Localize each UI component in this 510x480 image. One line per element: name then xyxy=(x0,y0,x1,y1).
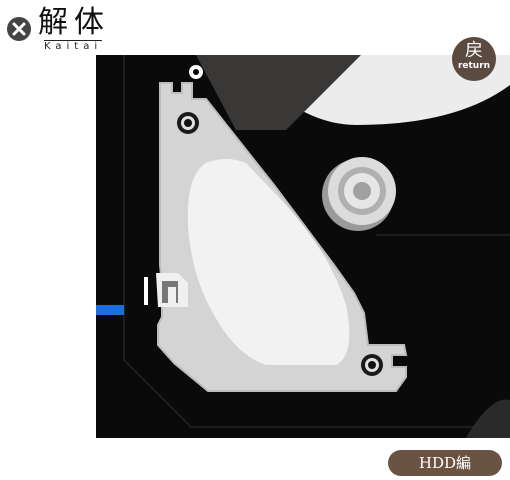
hdd-scene xyxy=(96,55,510,438)
arm-screw-bottom[interactable] xyxy=(361,354,383,376)
page-subtitle: Kaitai xyxy=(44,40,103,52)
platter-shadow xyxy=(196,55,361,130)
connector[interactable] xyxy=(144,273,188,307)
page-title: 解体 xyxy=(38,5,110,40)
logo: 解体 Kaitai xyxy=(6,5,126,52)
blue-indicator[interactable] xyxy=(96,305,124,315)
chassis-outline xyxy=(123,55,510,428)
return-button[interactable]: 戻 return xyxy=(452,37,496,81)
return-kanji: 戻 xyxy=(465,40,483,61)
return-label: return xyxy=(457,61,491,71)
spindle[interactable] xyxy=(322,157,396,231)
hdd-section-button[interactable]: HDD編 xyxy=(388,450,502,476)
chassis-corner xyxy=(466,399,510,438)
arm-screw-top[interactable] xyxy=(177,112,199,134)
close-circle-icon xyxy=(7,17,31,41)
arm-cutout xyxy=(187,159,350,365)
